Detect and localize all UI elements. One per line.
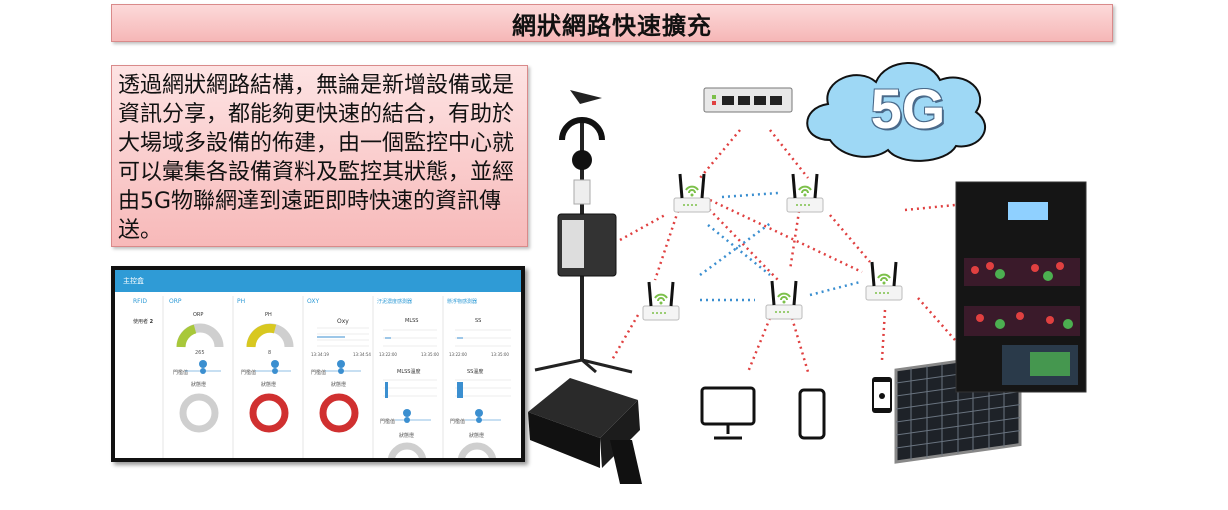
weather-station-icon (535, 90, 632, 372)
smartphone-icon (800, 390, 824, 438)
router-4 (643, 282, 679, 320)
router-3 (866, 262, 902, 300)
red-links (612, 130, 955, 372)
cloud-5g-label: 5G (838, 76, 978, 141)
iphone-icon (872, 377, 892, 413)
router-5 (766, 281, 802, 319)
router-1 (674, 174, 710, 212)
blue-links (700, 193, 860, 300)
network-switch (704, 88, 792, 112)
monitor-icon (702, 388, 754, 438)
router-2 (787, 174, 823, 212)
grow-cabinet-icon (956, 182, 1086, 392)
control-box-icon (528, 378, 642, 484)
